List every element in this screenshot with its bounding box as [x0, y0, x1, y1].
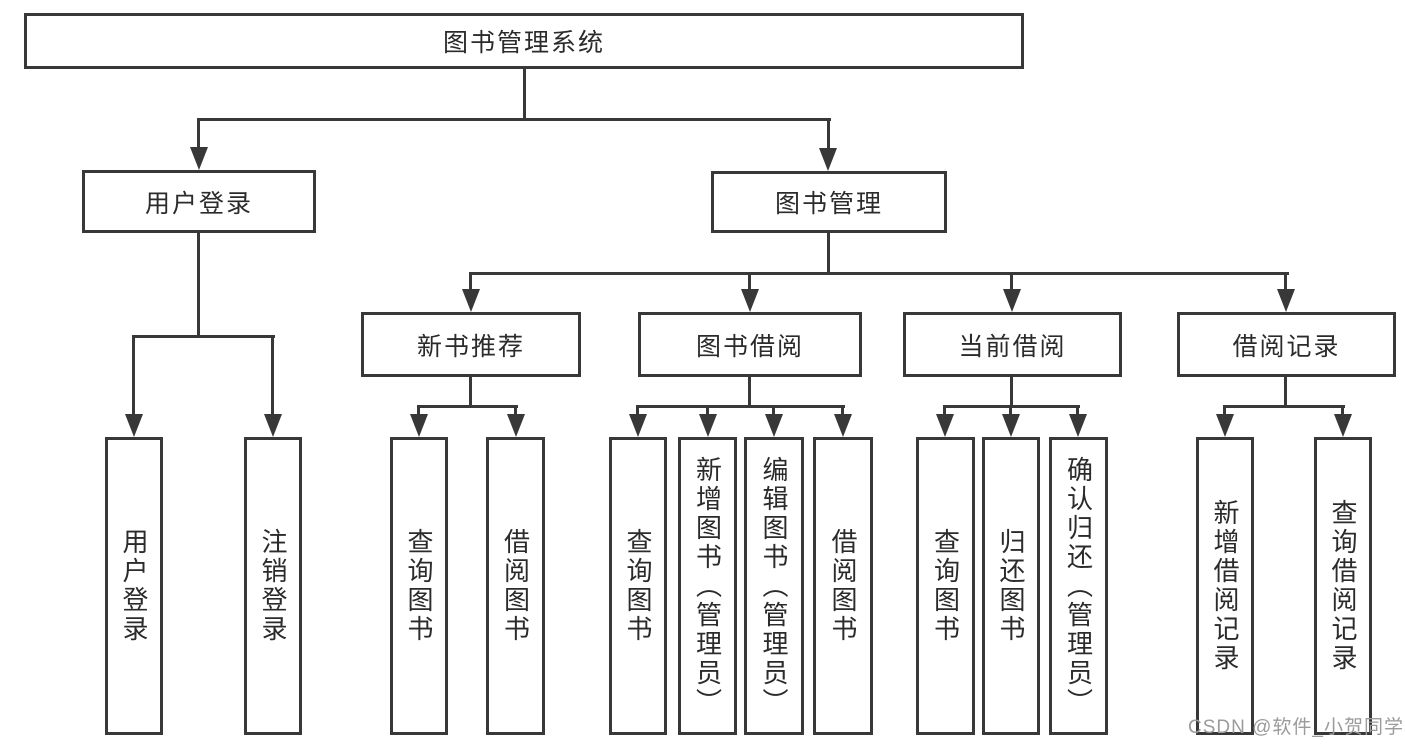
connector-new-book-bar	[417, 405, 518, 408]
connector-borrow-records-stem	[1284, 377, 1287, 408]
leaf-borrow-books: 借阅图书	[813, 437, 873, 735]
arrow-to-user-login-icon	[190, 147, 208, 170]
connector-book-borrow-stem	[748, 377, 751, 408]
leaf-query-borrow-record: 查询借阅记录	[1314, 437, 1372, 735]
connector-book-borrow-bar	[636, 405, 845, 408]
leaf-logout: 注销登录	[244, 437, 302, 735]
node-borrow-records: 借阅记录	[1177, 312, 1396, 377]
arrow-leaf-borrow2-icon	[834, 414, 852, 437]
arrow-leaf-add-book-icon	[699, 414, 717, 437]
arrow-leaf-query-record-icon	[1334, 414, 1352, 437]
connector-leaf-edit-book-stem	[772, 405, 775, 416]
connector-leaf-return-stem	[1009, 405, 1012, 416]
connector-to-borrow-records-stem	[1284, 272, 1287, 291]
connector-root-bar	[197, 118, 831, 121]
connector-current-borrow-stem	[1010, 377, 1013, 408]
connector-to-book-management-stem	[827, 118, 830, 150]
arrow-to-book-management-icon	[819, 148, 837, 171]
connector-leaf-query-record-stem	[1341, 405, 1344, 416]
arrow-leaf-edit-book-icon	[765, 414, 783, 437]
arrow-leaf-return-icon	[1002, 414, 1020, 437]
leaf-return-book: 归还图书	[982, 437, 1040, 735]
connector-book-management-stem	[827, 233, 830, 275]
connector-new-book-stem	[469, 377, 472, 408]
arrow-leaf-borrow1-icon	[507, 414, 525, 437]
node-current-borrow: 当前借阅	[903, 312, 1122, 377]
connector-leaf-confirm-return-stem	[1076, 405, 1079, 416]
node-book-management: 图书管理	[711, 171, 947, 233]
connector-user-login-bar	[132, 335, 275, 338]
arrow-to-borrow-records-icon	[1277, 289, 1295, 312]
leaf-query-books-borrow: 查询图书	[609, 437, 667, 735]
arrow-leaf-query3-icon	[936, 414, 954, 437]
arrow-leaf-query2-icon	[629, 414, 647, 437]
arrow-leaf-logout-icon	[264, 414, 282, 437]
arrow-to-current-borrow-icon	[1003, 289, 1021, 312]
connector-leaf-add-book-stem	[706, 405, 709, 416]
connector-leaf-login-stem	[132, 335, 135, 416]
csdn-watermark: CSDN @软件_小贺同学	[1188, 717, 1404, 738]
connector-leaf-add-record-stem	[1223, 405, 1226, 416]
node-book-borrow: 图书借阅	[638, 312, 862, 377]
connector-leaf-borrow1-stem	[514, 405, 517, 416]
connector-to-book-borrow-stem	[748, 272, 751, 291]
node-new-book-recommend: 新书推荐	[361, 312, 581, 377]
leaf-edit-book-admin: 编辑图书（管理员）	[744, 437, 804, 735]
connector-borrow-records-bar	[1223, 405, 1345, 408]
connector-user-login-stem	[197, 233, 200, 338]
node-library-system: 图书管理系统	[24, 13, 1024, 69]
connector-leaf-query1-stem	[417, 405, 420, 416]
connector-to-new-book-stem	[469, 272, 472, 291]
connector-book-management-bar	[469, 272, 1289, 275]
arrow-leaf-login-icon	[125, 414, 143, 437]
leaf-add-book-admin: 新增图书（管理员）	[678, 437, 737, 735]
leaf-query-books-current: 查询图书	[916, 437, 975, 735]
connector-to-current-borrow-stem	[1010, 272, 1013, 291]
leaf-borrow-books-recommend: 借阅图书	[486, 437, 545, 735]
leaf-confirm-return-admin: 确认归还（管理员）	[1049, 437, 1108, 735]
arrow-leaf-query1-icon	[410, 414, 428, 437]
arrow-leaf-confirm-return-icon	[1069, 414, 1087, 437]
leaf-add-borrow-record: 新增借阅记录	[1196, 437, 1254, 735]
connector-leaf-query2-stem	[636, 405, 639, 416]
arrow-to-new-book-icon	[462, 289, 480, 312]
leaf-user-login: 用户登录	[105, 437, 163, 735]
connector-leaf-query3-stem	[943, 405, 946, 416]
connector-to-user-login-stem	[197, 118, 200, 150]
connector-leaf-logout-stem	[271, 335, 274, 416]
connector-root-stem	[523, 69, 526, 121]
arrow-to-book-borrow-icon	[741, 289, 759, 312]
node-user-login: 用户登录	[82, 170, 316, 233]
connector-leaf-borrow2-stem	[841, 405, 844, 416]
arrow-leaf-add-record-icon	[1216, 414, 1234, 437]
leaf-query-books-recommend: 查询图书	[390, 437, 448, 735]
